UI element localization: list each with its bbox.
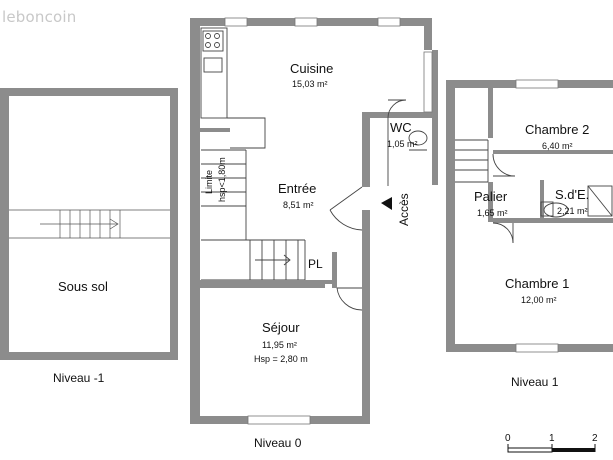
- room-chambre1-area: 12,00 m²: [521, 295, 557, 305]
- limite-height-label: hsp<1,80m: [217, 157, 227, 202]
- room-entree-name: Entrée: [278, 181, 317, 196]
- acces-label: Accès: [397, 193, 411, 226]
- room-sejour-area: 11,95 m²: [262, 340, 297, 350]
- room-palier-area: 1,65 m²: [477, 208, 508, 218]
- room-chambre2-name: Chambre 2: [525, 122, 590, 137]
- room-sejour-name: Séjour: [262, 320, 300, 335]
- scale-tick-2: 2: [592, 433, 598, 444]
- ground-windows: [224, 17, 433, 425]
- room-pl-name: PL: [308, 257, 323, 271]
- room-palier-name: Palier: [474, 189, 508, 204]
- room-entree-area: 8,51 m²: [283, 200, 314, 210]
- scale-bar: [507, 444, 596, 453]
- scale-tick-1: 1: [549, 433, 555, 444]
- level-first-label: Niveau 1: [511, 375, 559, 389]
- first-floor-interior: [455, 139, 613, 244]
- room-wc-name: WC: [390, 120, 412, 135]
- room-sde-area: 2,21 m²: [557, 206, 588, 216]
- access-arrow-icon: [381, 197, 392, 210]
- limite-label: Limite: [204, 169, 214, 194]
- watermark-logo: leboncoin: [2, 8, 77, 26]
- first-floor-windows: [515, 79, 559, 353]
- level-basement-label: Niveau -1: [53, 371, 105, 385]
- room-sous-sol-name: Sous sol: [58, 279, 108, 294]
- room-chambre2-area: 6,40 m²: [542, 141, 573, 151]
- room-sejour-height: Hsp = 2,80 m: [254, 354, 308, 364]
- room-cuisine-area: 15,03 m²: [292, 79, 328, 89]
- ground-interior: [200, 27, 428, 311]
- ground-separator: [200, 280, 332, 284]
- room-chambre1-name: Chambre 1: [505, 276, 570, 291]
- level-ground-label: Niveau 0: [254, 436, 302, 450]
- basement-walls: [0, 88, 178, 360]
- room-sde-name: S.d'E.: [555, 187, 590, 202]
- room-cuisine-name: Cuisine: [290, 61, 334, 76]
- basement-stair: [9, 209, 170, 239]
- scale-tick-0: 0: [505, 433, 511, 444]
- room-wc-area: 1,05 m²: [387, 139, 418, 149]
